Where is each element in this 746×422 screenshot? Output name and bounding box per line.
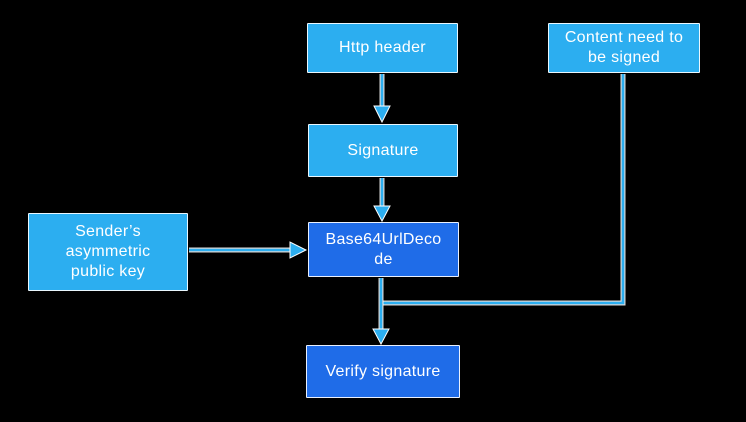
node-label-line: de — [374, 250, 393, 268]
node-label-line: be signed — [587, 49, 661, 66]
arrowhead-right-icon — [289, 241, 308, 259]
node-content-to-be-signed: Content need to be signed — [548, 23, 700, 73]
edge-content-to-verify — [383, 74, 626, 306]
node-label-line: asymmetric — [65, 243, 151, 260]
node-label-line: public key — [70, 263, 146, 280]
arrowhead-down-icon — [372, 328, 390, 346]
node-label: Verify signature — [325, 362, 441, 380]
node-label: Signature — [347, 141, 419, 159]
edge-base64-to-verify — [372, 278, 390, 346]
arrowhead-down-icon — [373, 205, 391, 223]
node-label-line: Content need to — [564, 29, 684, 46]
node-label-line: Base64UrlDeco — [325, 230, 442, 248]
node-signature: Signature — [308, 124, 458, 177]
edge-signature-to-base64 — [373, 178, 391, 223]
arrowhead-down-icon — [373, 105, 391, 124]
node-verify-signature: Verify signature — [306, 345, 460, 398]
edge-http-to-signature — [373, 74, 391, 124]
node-base64urldecode: Base64UrlDeco de — [308, 222, 459, 277]
node-label-line: Sender’s — [75, 223, 141, 240]
node-sender-public-key: Sender’s asymmetric public key — [28, 213, 188, 291]
edge-sender-to-base64 — [189, 241, 308, 259]
node-label: Http header — [339, 39, 426, 56]
node-http-header: Http header — [307, 23, 458, 73]
